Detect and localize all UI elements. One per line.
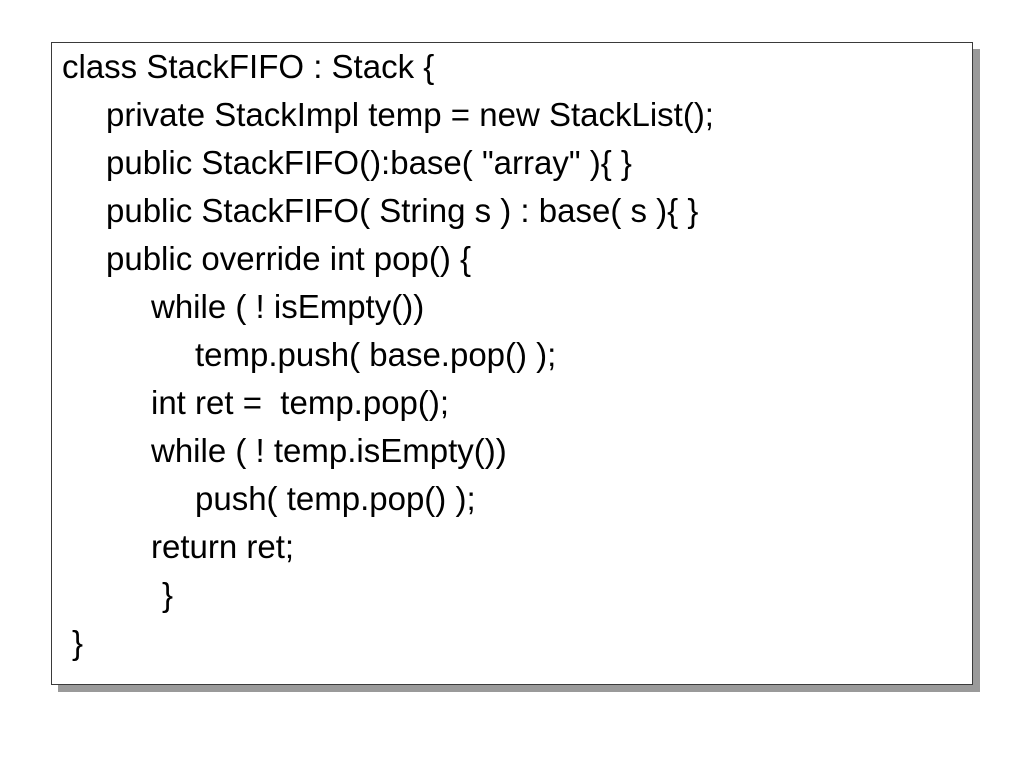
code-line: push( temp.pop() ); — [195, 480, 476, 517]
code-line: int ret = temp.pop(); — [151, 384, 450, 421]
code-listing-box: class StackFIFO : Stack { private StackI… — [51, 42, 973, 685]
code-line: class StackFIFO : Stack { — [62, 48, 435, 85]
code-line: public override int pop() { — [106, 240, 472, 277]
code-line: private StackImpl temp = new StackList()… — [106, 96, 714, 133]
code-line: } — [162, 576, 174, 613]
code-line: public StackFIFO():base( "array" ){ } — [106, 144, 632, 181]
code-line: public StackFIFO( String s ) : base( s )… — [106, 192, 699, 229]
code-line: while ( ! temp.isEmpty()) — [151, 432, 507, 469]
code-line: return ret; — [151, 528, 295, 565]
code-line: } — [72, 624, 84, 661]
code-line: temp.push( base.pop() ); — [195, 336, 557, 373]
code-lines: class StackFIFO : Stack { private StackI… — [52, 43, 972, 684]
code-line: while ( ! isEmpty()) — [151, 288, 425, 325]
